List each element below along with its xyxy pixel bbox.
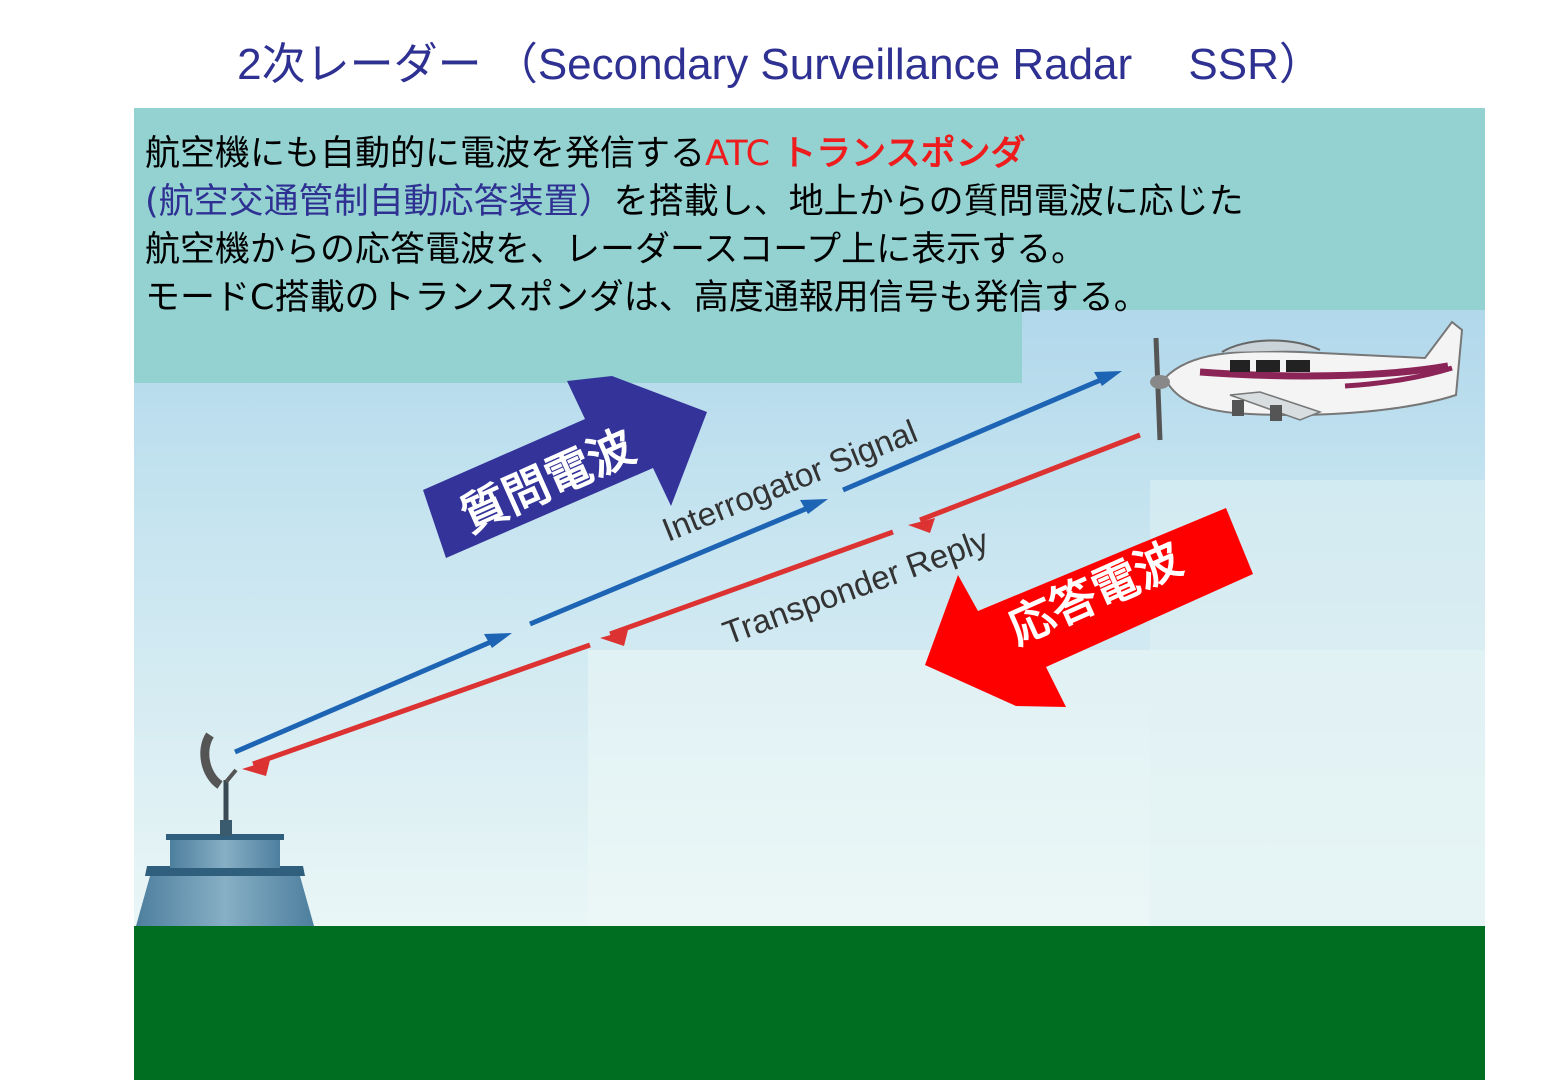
description-line-3: 航空機からの応答電波を、レーダースコープ上に表示する。 bbox=[145, 230, 1087, 270]
radar-station bbox=[136, 732, 314, 926]
description-line-1: 航空機にも自動的に電波を発信するATC トランスポンダ bbox=[145, 130, 1025, 178]
line1-text: 航空機にも自動的に電波を発信する bbox=[145, 134, 706, 174]
atc-text: ATC bbox=[705, 134, 782, 174]
description-line-4: モードC搭載のトランスポンダは、高度通報用信号も発信する。 bbox=[145, 278, 1149, 318]
description-line-2: (航空交通管制自動応答装置）を搭載し、地上からの質問電波に応じた bbox=[145, 178, 1244, 226]
text-panel bbox=[134, 108, 1485, 383]
transponder-text: トランスポンダ bbox=[781, 134, 1026, 174]
ground bbox=[134, 926, 1485, 1080]
interrogator-signal-line bbox=[234, 373, 1111, 755]
airplane bbox=[1150, 320, 1464, 441]
transponder-reply-line bbox=[252, 432, 1141, 767]
line2-text: を搭載し、地上からの質問電波に応じた bbox=[613, 182, 1244, 222]
slide-title: 2次レーダー （Secondary Surveillance Radar SSR… bbox=[237, 40, 1323, 89]
atc-full-name: (航空交通管制自動応答装置） bbox=[145, 182, 614, 222]
